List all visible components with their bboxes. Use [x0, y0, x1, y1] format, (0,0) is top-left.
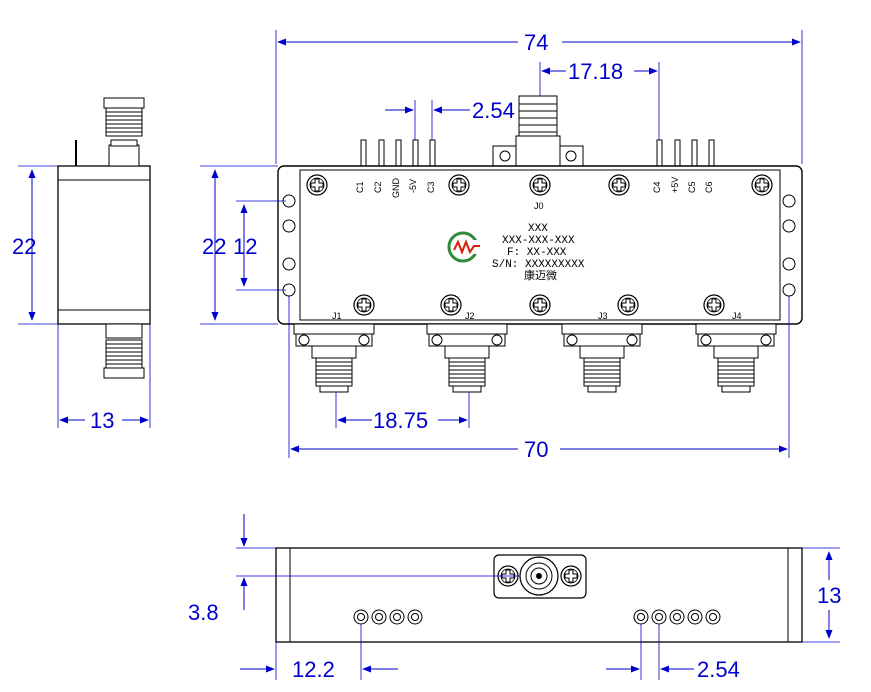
- front-cover: [299, 169, 781, 321]
- label-line-4: S/N: XXXXXXXXX: [492, 259, 585, 271]
- pin-label: C4: [652, 181, 662, 193]
- dim-pin-pitch-bottom: [606, 624, 694, 680]
- pin-label: C2: [373, 181, 383, 193]
- port-label-output: J3: [598, 311, 608, 321]
- port-label-output: J4: [732, 311, 742, 321]
- dim-side-width-label: 13: [90, 408, 114, 433]
- dim-bottom-left-label: 12.2: [292, 657, 335, 682]
- dim-bottom-left: [240, 624, 398, 680]
- port-label-output: J1: [332, 311, 342, 321]
- company-logo: [447, 231, 480, 263]
- dim-front-height-a-label: 22: [202, 234, 226, 259]
- bottom-pins-right: [633, 609, 721, 625]
- dim-front-height-b-label: 12: [233, 234, 257, 259]
- bottom-view: [275, 547, 803, 643]
- dim-base-length-label: 70: [524, 437, 548, 462]
- pin-label: GND: [391, 178, 401, 199]
- bottom-pins-left: [353, 609, 423, 625]
- dim-pin-pitch-bottom-label: 2.54: [697, 657, 740, 682]
- dim-bottom-offset: [236, 514, 520, 610]
- dim-side-height: [18, 165, 58, 325]
- port-label-input: J0: [534, 201, 544, 211]
- side-view: [57, 97, 151, 379]
- dim-base-length: [288, 296, 790, 458]
- pin-label: C1: [355, 181, 365, 193]
- dim-port-pitch: [335, 392, 470, 428]
- dim-front-height: [200, 165, 286, 325]
- pin-label: +5V: [670, 177, 680, 193]
- dim-top-offset: [539, 62, 660, 140]
- label-line-1: XXX: [528, 223, 548, 235]
- front-housing: [277, 165, 803, 325]
- dim-pin-pitch-top: [385, 100, 470, 140]
- pin-label: C3: [426, 181, 436, 193]
- pin-header-right: [656, 139, 715, 167]
- dim-side-height-label: 22: [12, 234, 36, 259]
- pin-label: -5V: [408, 179, 418, 193]
- dim-bottom-offset-label: 3.8: [188, 600, 219, 625]
- mounting-holes: [282, 194, 796, 297]
- front-view: [277, 95, 803, 392]
- input-connector: [492, 95, 584, 167]
- dim-port-pitch-label: 18.75: [373, 408, 428, 433]
- label-line-5: 康迈微: [524, 268, 557, 283]
- pin-label: C6: [704, 181, 714, 193]
- dim-side-width: [57, 324, 151, 428]
- dim-total-length: [275, 30, 803, 164]
- dim-pin-pitch-top-label: 2.54: [472, 98, 515, 123]
- label-line-3: F: XX-XXX: [507, 247, 567, 259]
- pin-label: C5: [687, 181, 697, 193]
- port-label-output: J2: [465, 311, 475, 321]
- pin-header-left: [360, 139, 436, 167]
- dim-bottom-height-label: 13: [817, 583, 841, 608]
- dim-total-length-label: 74: [524, 30, 548, 55]
- dim-bottom-height: [802, 547, 840, 643]
- dim-top-offset-label: 17.18: [568, 59, 623, 84]
- label-line-2: XXX-XXX-XXX: [502, 235, 575, 247]
